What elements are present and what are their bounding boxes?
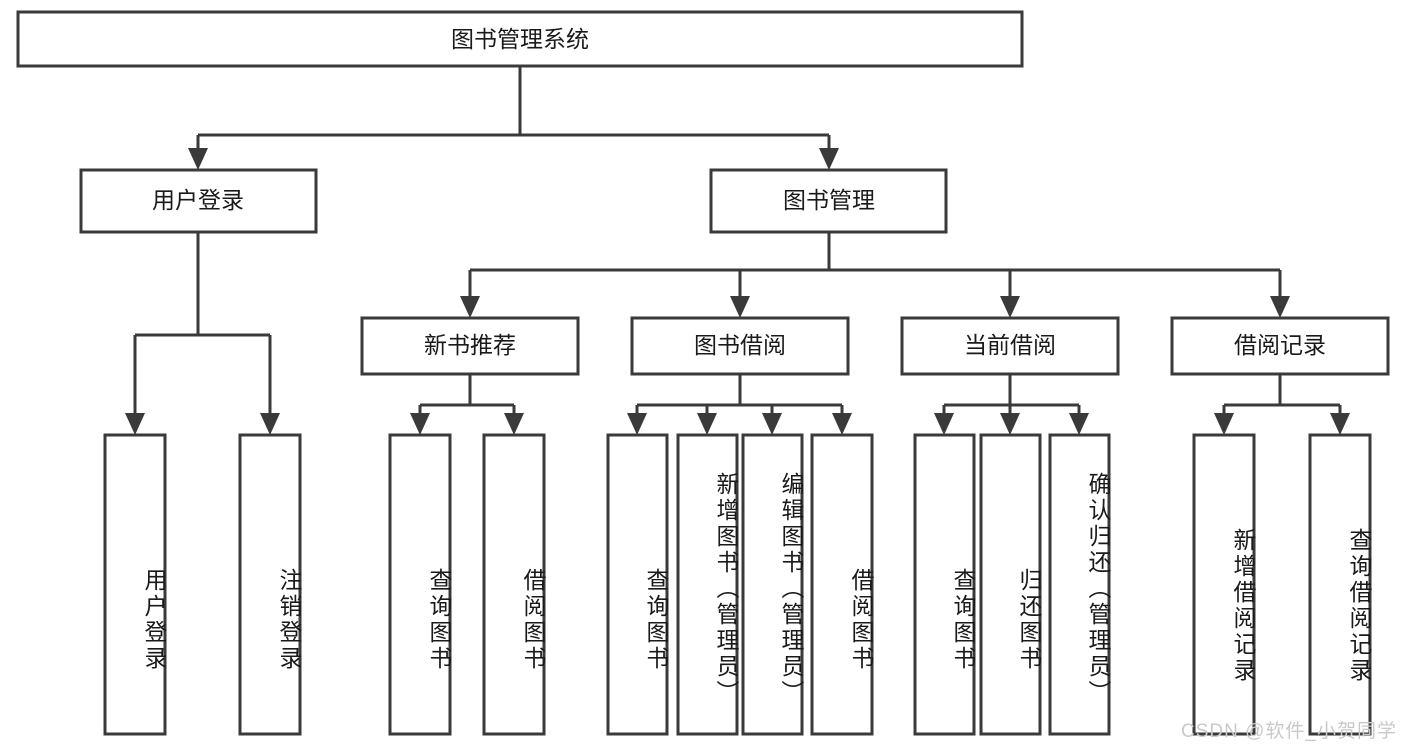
node-leaf-add-borrow-record-box[interactable] xyxy=(1192,433,1256,736)
arrow-head-leaf-add-book-admin xyxy=(697,413,717,435)
node-leaf-borrow-book-recommend-box[interactable] xyxy=(482,433,546,736)
node-user-login-box[interactable] xyxy=(79,168,318,234)
node-borrow-record[interactable]: 借阅记录 xyxy=(1170,316,1390,376)
arrow-head-leaf-logout xyxy=(260,413,280,435)
node-borrow-record-box[interactable] xyxy=(1170,316,1390,376)
arrow-head-current-borrow xyxy=(1000,296,1020,318)
node-book-borrow-label: 图书借阅 xyxy=(694,332,786,358)
arrow-head-leaf-user-login xyxy=(125,413,145,435)
node-new-book-recommend-box[interactable] xyxy=(360,316,580,376)
node-leaf-add-book-admin-box[interactable] xyxy=(676,433,739,736)
node-leaf-query-book-borrow-box[interactable] xyxy=(606,433,669,736)
node-user-login[interactable]: 用户登录 xyxy=(79,168,318,234)
node-book-management[interactable]: 图书管理 xyxy=(709,168,948,234)
node-leaf-edit-book-admin-box[interactable] xyxy=(741,433,804,736)
node-leaf-return-book-box[interactable] xyxy=(979,433,1042,736)
node-root-label: 图书管理系统 xyxy=(451,26,589,52)
arrow-head-leaf-add-borrow-record xyxy=(1214,413,1234,435)
node-root-box[interactable] xyxy=(16,10,1024,68)
node-leaf-query-book-recommend-box[interactable] xyxy=(388,433,452,736)
node-user-login-label: 用户登录 xyxy=(152,187,244,213)
node-leaf-confirm-return-admin-box[interactable] xyxy=(1048,433,1111,736)
arrow-head-leaf-query-book-recommend xyxy=(410,413,430,435)
arrow-head-leaf-query-book-current xyxy=(934,413,954,435)
arrow-head-new-book-recommend xyxy=(460,296,480,318)
node-leaf-logout-box[interactable] xyxy=(238,433,302,736)
node-current-borrow-box[interactable] xyxy=(900,316,1120,376)
arrow-head-leaf-borrow-book-recommend xyxy=(504,413,524,435)
arrow-head-leaf-borrow-book xyxy=(832,413,852,435)
node-book-management-label: 图书管理 xyxy=(783,187,875,213)
node-book-borrow-box[interactable] xyxy=(630,316,850,376)
leaf-boxes xyxy=(103,433,1372,736)
node-new-book-recommend[interactable]: 新书推荐 xyxy=(360,316,580,376)
node-leaf-borrow-book-box[interactable] xyxy=(810,433,874,736)
connector-lines xyxy=(125,66,1350,435)
arrow-head-leaf-confirm-return-admin xyxy=(1069,413,1089,435)
arrow-head-leaf-query-borrow-record xyxy=(1330,413,1350,435)
node-new-book-recommend-label: 新书推荐 xyxy=(424,332,516,358)
arrow-head-leaf-edit-book-admin xyxy=(762,413,782,435)
node-borrow-record-label: 借阅记录 xyxy=(1234,332,1326,358)
arrow-head-book-borrow xyxy=(730,296,750,318)
node-current-borrow[interactable]: 当前借阅 xyxy=(900,316,1120,376)
node-leaf-query-book-current-box[interactable] xyxy=(913,433,976,736)
node-book-management-box[interactable] xyxy=(709,168,948,234)
node-book-borrow[interactable]: 图书借阅 xyxy=(630,316,850,376)
csdn-watermark: CSDN @软件_小贺同学 xyxy=(1181,721,1397,742)
node-current-borrow-label: 当前借阅 xyxy=(964,332,1056,358)
node-root[interactable]: 图书管理系统 xyxy=(16,10,1024,68)
node-leaf-user-login-box[interactable] xyxy=(103,433,167,736)
arrow-head-leaf-return-book xyxy=(1000,413,1020,435)
arrow-head-borrow-record xyxy=(1270,296,1290,318)
node-leaf-query-borrow-record-box[interactable] xyxy=(1308,433,1372,736)
arrow-head-user-login xyxy=(188,148,208,170)
arrow-head-leaf-query-book-borrow xyxy=(627,413,647,435)
arrow-head-book-management xyxy=(819,148,839,170)
